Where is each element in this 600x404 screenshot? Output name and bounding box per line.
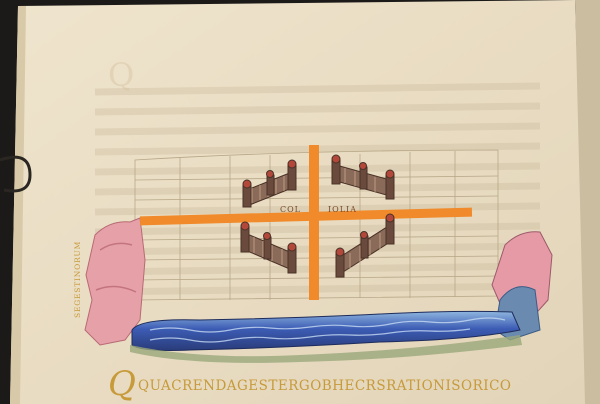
binding-thread: [0, 155, 32, 193]
city-label-right: IOLIA: [328, 205, 357, 214]
initial-q: Q: [108, 364, 136, 404]
side-vertical-label: SEGESTINORUM: [73, 241, 82, 318]
fortress-walls: [240, 154, 395, 278]
wall-top-left: [242, 159, 297, 208]
city-label-left: COL: [280, 205, 301, 214]
wall-bottom-left: [240, 221, 297, 274]
bottom-line-text: QUACRENDAGESTERGOBHECRSRATIONISORICO: [138, 378, 512, 394]
wall-top-right: [331, 154, 395, 200]
parchment-page: [10, 0, 588, 404]
orange-cross: [139, 145, 473, 300]
svg-text:Q: Q: [108, 56, 134, 94]
bottom-text-line: Q QUACRENDAGESTERGOBHECRSRATIONISORICO: [108, 364, 512, 404]
wall-bottom-right: [335, 213, 395, 278]
